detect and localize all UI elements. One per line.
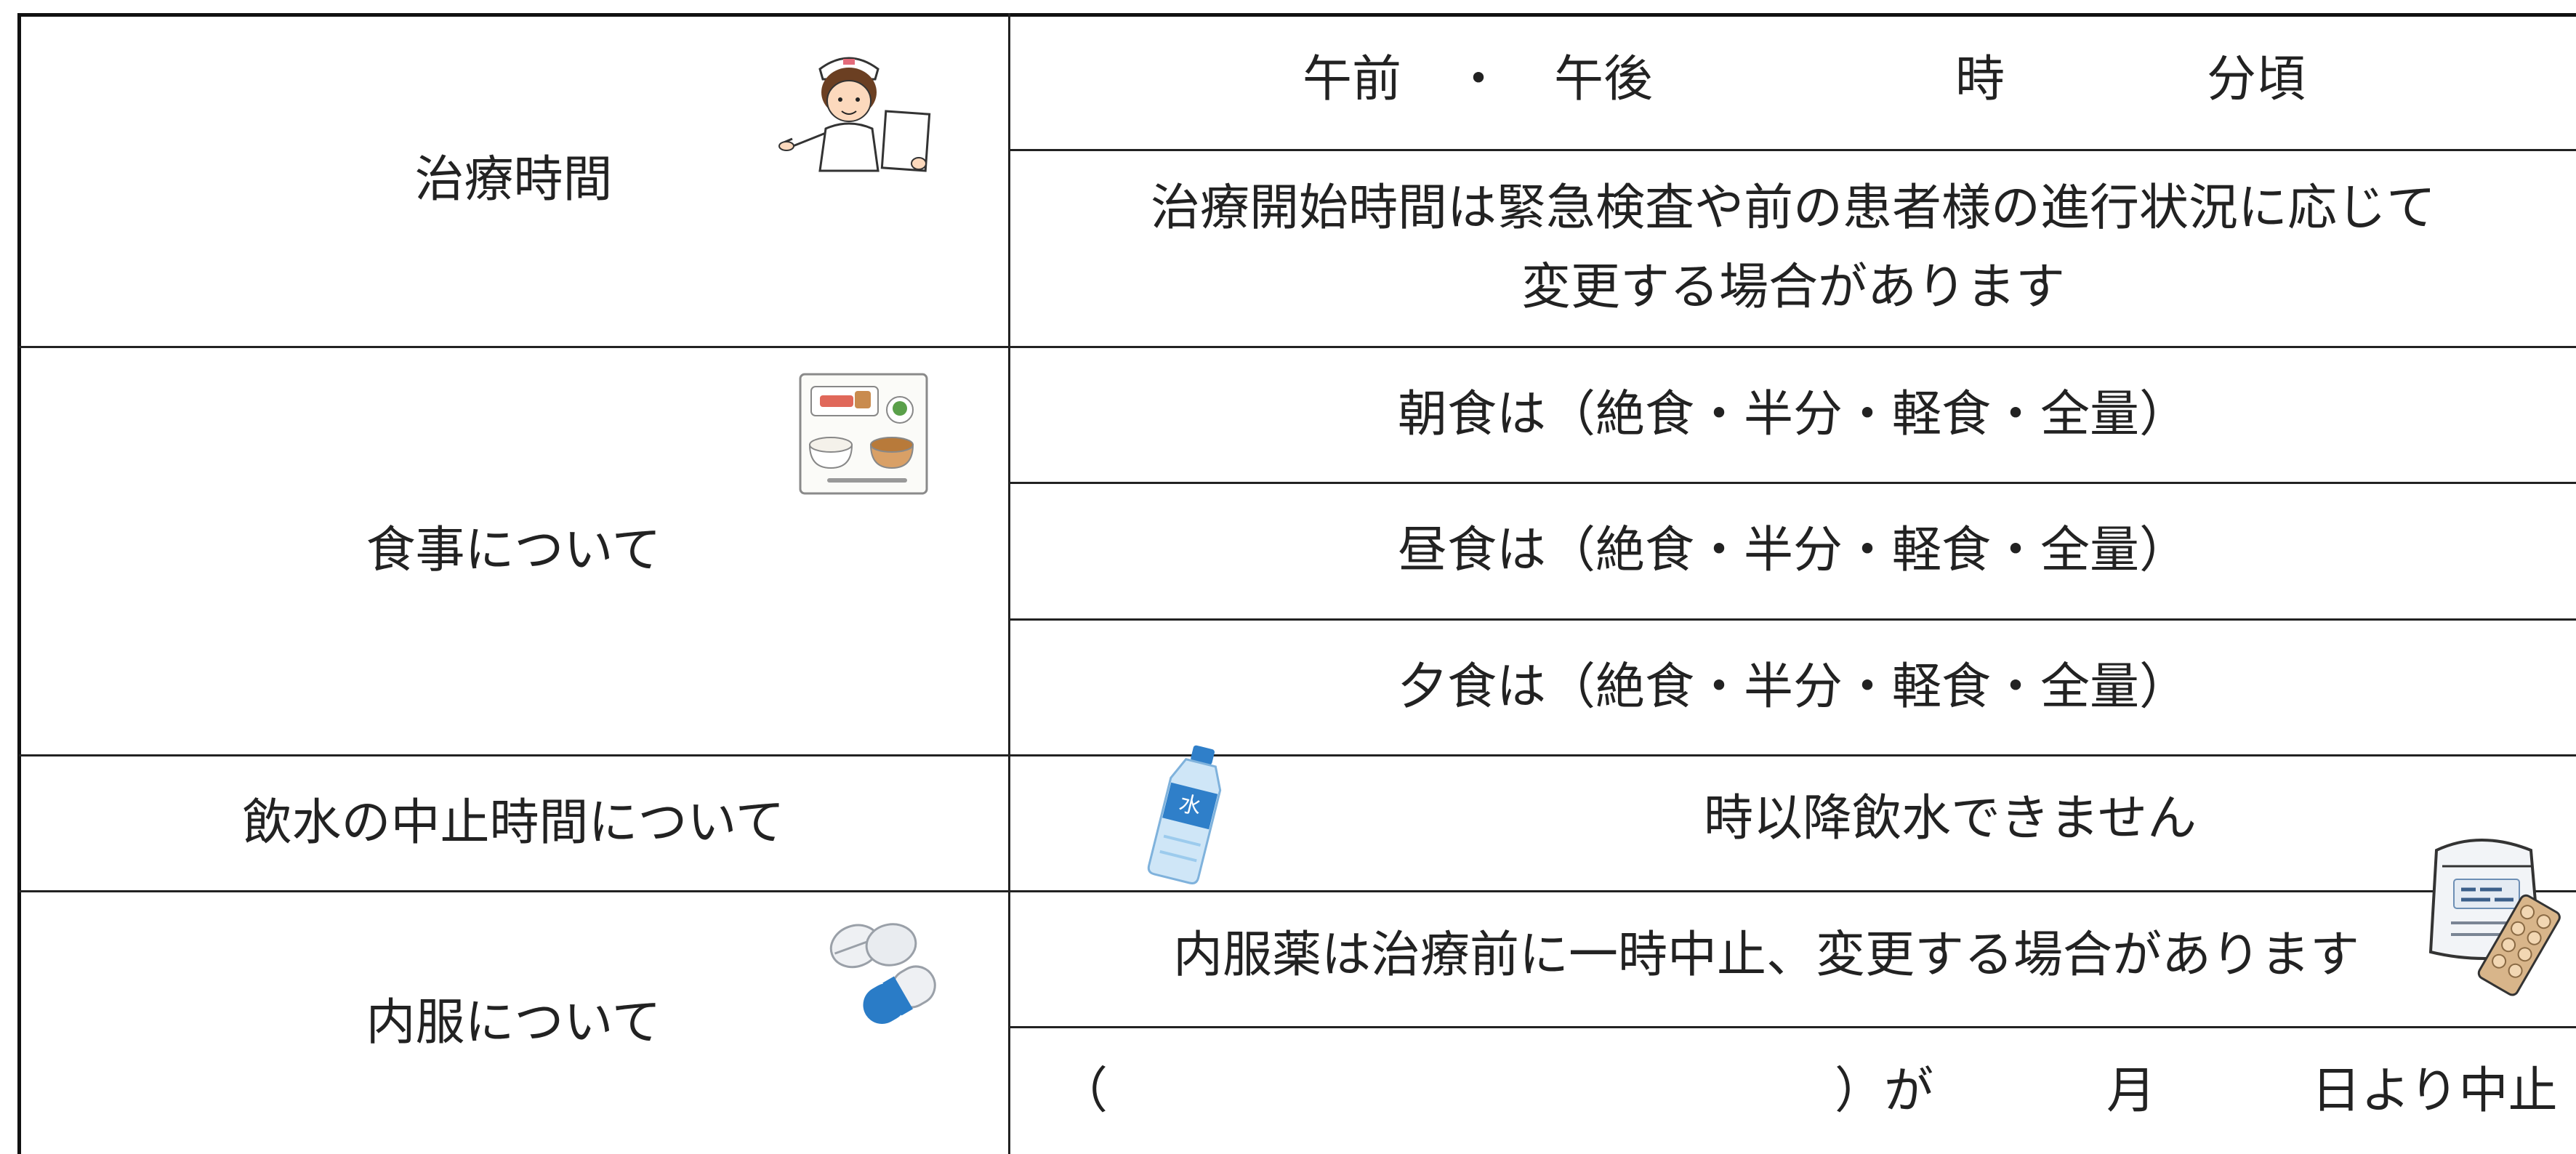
meals-label: 食事について — [366, 522, 661, 580]
hour-label: 時 — [1955, 51, 2005, 108]
medicine-bag-icon — [2428, 839, 2561, 996]
treatment-time-label: 治療時間 — [414, 150, 613, 209]
am-option: 午前 — [1303, 51, 1402, 108]
oral-paren-close: ）が — [1835, 1062, 1934, 1120]
row-divider — [1008, 149, 2576, 151]
oral-medication-note: 内服薬は治療前に一時中止、変更する場合があります — [1173, 927, 2360, 984]
dinner-row: 夕食は（絶食・半分・軽食・全量） — [1397, 658, 2189, 716]
table-left-border — [17, 13, 21, 1154]
oral-paren-open: （ — [1058, 1062, 1108, 1120]
breakfast-row: 朝食は（絶食・半分・軽食・全量） — [1397, 385, 2189, 443]
oral-month-label: 月 — [2106, 1062, 2157, 1120]
capsule-pills-icon — [829, 923, 936, 1024]
oral-day-stop-label: 日より中止 — [2311, 1062, 2558, 1120]
treatment-time-note: 治療開始時間は緊急検査や前の患者様の進行状況に応じて 変更する場合があります — [1010, 151, 2576, 346]
row-divider — [1008, 618, 2576, 621]
oral-label: 内服について — [366, 993, 661, 1052]
row-divider — [1008, 482, 2576, 484]
am-pm-separator: ・ — [1454, 51, 1504, 108]
meal-tray-icon — [799, 373, 928, 495]
minute-label: 分頃 — [2207, 51, 2306, 108]
treatment-time-note-line2: 変更する場合があります — [1521, 259, 2065, 316]
row-divider — [19, 754, 2576, 756]
lunch-row: 昼食は（絶食・半分・軽食・全量） — [1397, 522, 2189, 580]
water-label: 飲水の中止時間について — [242, 794, 785, 852]
column-divider — [1008, 13, 1010, 1154]
treatment-time-note-line1: 治療開始時間は緊急検査や前の患者様の進行状況に応じて — [1150, 179, 2436, 238]
water-bottle-icon: 水 — [1147, 745, 1222, 884]
water-stop-text: 時以降飲水できません — [1704, 790, 2197, 847]
nurse-icon — [778, 57, 931, 172]
row-divider — [1008, 1026, 2576, 1028]
row-divider — [19, 346, 2576, 348]
row-divider — [19, 890, 2576, 892]
pm-option: 午後 — [1554, 51, 1654, 108]
table-top-border — [19, 13, 2576, 17]
